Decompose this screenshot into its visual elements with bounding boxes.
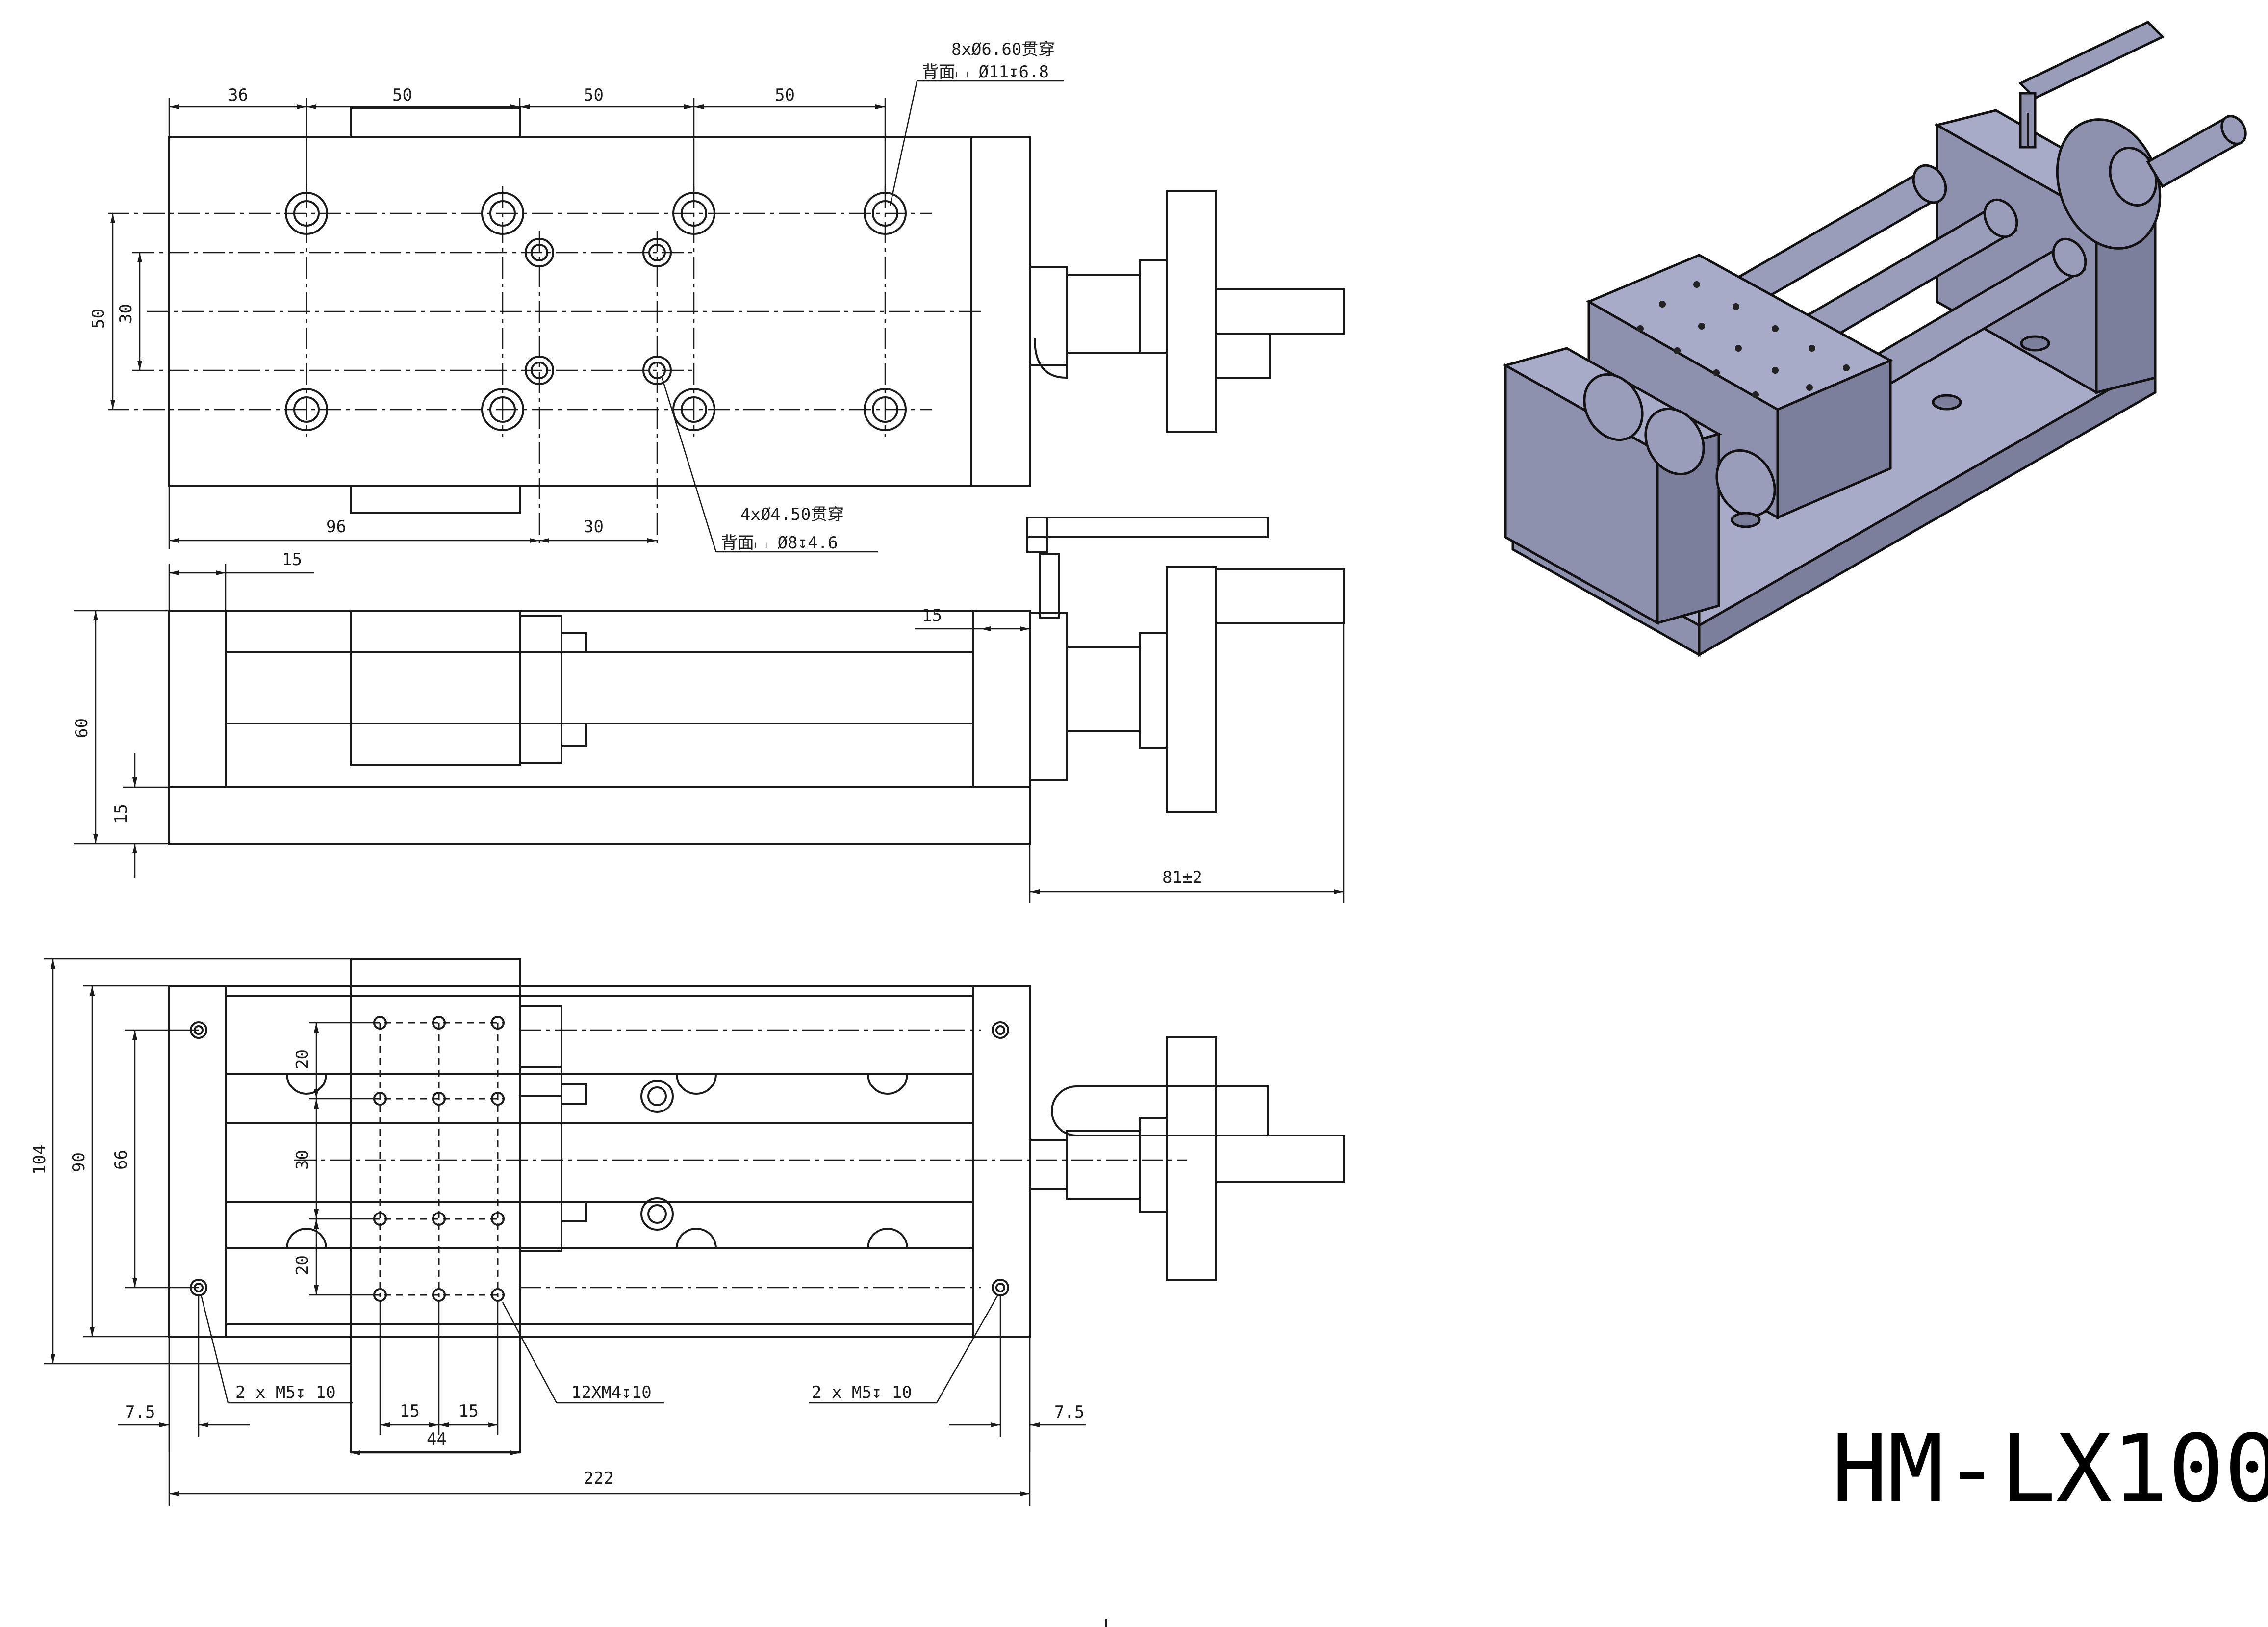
bottom-view: 104 90 66 20 30 20 2 x M5↧ 10 2 x M5↧ 10… (30, 958, 1345, 1506)
dim-104-vertical: 104 (30, 1145, 50, 1175)
note-m5-right: 2 x M5↧ 10 (812, 1383, 912, 1402)
dim-15-left: 15 (400, 1401, 420, 1421)
dim-50-c: 50 (775, 85, 795, 105)
dim-15-right: 15 (459, 1401, 479, 1421)
dim-81-travel: 81±2 (1162, 868, 1202, 887)
dim-44: 44 (427, 1429, 447, 1449)
dim-15-side-right: 15 (922, 606, 942, 625)
top-view: 36 50 50 50 50 30 96 30 8xØ6.60贯穿 背面⌴ Ø1… (89, 40, 1345, 553)
dim-222: 222 (584, 1469, 613, 1488)
model-title: HM-LX100 (1832, 1415, 2268, 1523)
dim-66-vertical: 66 (111, 1150, 131, 1170)
isometric-view (1502, 20, 2247, 657)
dim-30-horizontal: 30 (584, 517, 604, 537)
dim-36: 36 (228, 85, 248, 105)
dim-7-5-right: 7.5 (1054, 1402, 1084, 1422)
dim-96: 96 (326, 517, 346, 537)
dim-20-lower: 20 (293, 1255, 312, 1275)
note-m4-holes: 12XM4↧10 (571, 1383, 652, 1402)
side-view: 15 15 60 15 81±2 (72, 517, 1345, 903)
dim-90-vertical: 90 (69, 1152, 89, 1172)
dim-30-vertical: 30 (116, 304, 136, 324)
note-4x-holes-line1: 4xØ4.50贯穿 (740, 505, 844, 524)
dim-7-5-left: 7.5 (125, 1402, 155, 1422)
dim-50-b: 50 (584, 85, 604, 105)
dim-30-center: 30 (293, 1150, 312, 1170)
note-4x-holes-line2: 背面⌴ Ø8↧4.6 (721, 533, 838, 553)
dim-50-a: 50 (392, 85, 412, 105)
dim-20-upper: 20 (293, 1049, 312, 1069)
counterbored-hole (285, 192, 907, 431)
note-m5-left: 2 x M5↧ 10 (235, 1383, 336, 1402)
dim-50-vertical: 50 (89, 309, 108, 329)
note-8x-holes-line2: 背面⌴ Ø11↧6.8 (922, 62, 1049, 82)
note-8x-holes-line1: 8xØ6.60贯穿 (951, 40, 1055, 59)
dim-15-vertical: 15 (111, 804, 131, 824)
dim-15-side-left: 15 (282, 550, 302, 569)
m4-threaded-hole (373, 1016, 505, 1302)
dim-60-vertical: 60 (72, 718, 92, 738)
